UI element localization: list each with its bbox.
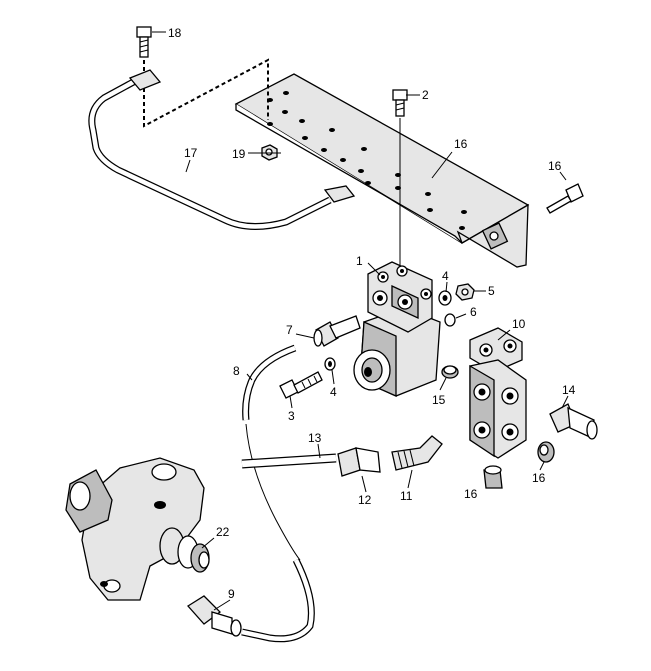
callout-20: 18 — [168, 26, 182, 40]
plug-16-right — [537, 441, 555, 463]
bolt-2 — [392, 89, 408, 117]
mounting-bracket — [234, 73, 530, 268]
fitting-7 — [313, 315, 361, 347]
plug-16-bottom — [483, 465, 503, 489]
callout-14: 14 — [562, 383, 576, 397]
callout-2: 2 — [422, 88, 429, 102]
callout-19: 17 — [184, 146, 198, 160]
nut-12 — [337, 447, 381, 477]
strap-19 — [88, 69, 356, 230]
fitting-22 — [159, 527, 210, 573]
bolt-18 — [546, 183, 584, 214]
callout-16-bottom: 16 — [464, 487, 478, 501]
fitting-9 — [187, 595, 242, 637]
callout-21: 19 — [232, 147, 246, 161]
callout-4-upper: 4 — [442, 269, 449, 283]
callout-3: 3 — [288, 409, 295, 423]
fitting-14 — [549, 403, 598, 440]
callout-6: 6 — [470, 305, 477, 319]
callout-7: 7 — [286, 323, 293, 337]
bolt-3 — [279, 371, 323, 399]
o-ring-6 — [444, 313, 456, 327]
callout-16-right: 16 — [532, 471, 546, 485]
callout-5: 5 — [488, 284, 495, 298]
callout-18: 16 — [548, 159, 562, 173]
callout-15: 15 — [432, 393, 446, 407]
washer-4-upper — [438, 290, 452, 306]
callout-8: 8 — [233, 364, 240, 378]
callout-4-lower: 4 — [330, 385, 337, 399]
callout-17: 16 — [454, 137, 468, 151]
washer-4-lower — [324, 357, 336, 371]
plug-15 — [441, 365, 459, 379]
callout-9: 9 — [228, 587, 235, 601]
elbow-11 — [391, 435, 443, 471]
callout-11: 11 — [400, 489, 413, 503]
callout-1: 1 — [356, 254, 363, 268]
callout-12: 12 — [358, 493, 372, 507]
tube-13 — [241, 453, 337, 469]
manifold-block-10 — [469, 327, 527, 459]
tube-lower — [241, 558, 315, 643]
pump-housing — [65, 457, 205, 601]
callout-10: 10 — [512, 317, 526, 331]
callout-labels: 18 2 19 17 16 16 1 4 5 6 10 7 8 4 3 15 1… — [168, 26, 576, 601]
callout-13: 13 — [308, 431, 322, 445]
bolt-20 — [136, 26, 152, 58]
nut-5 — [455, 283, 475, 301]
leader-lines — [152, 31, 569, 611]
valve-assembly — [353, 261, 441, 398]
callout-22: 22 — [216, 525, 230, 539]
